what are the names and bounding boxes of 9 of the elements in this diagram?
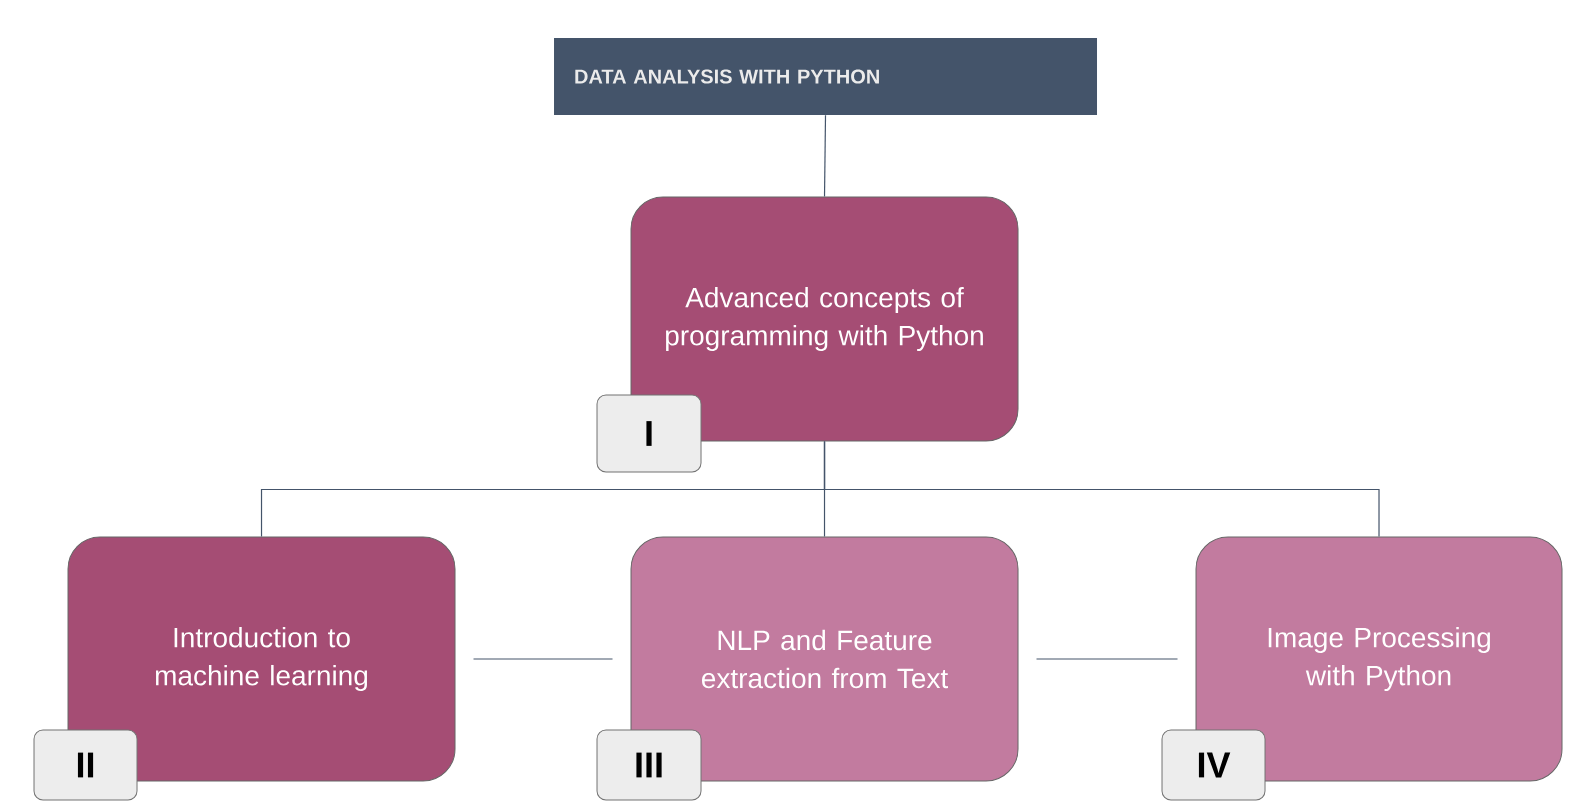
number-badge: III bbox=[596, 729, 702, 801]
connector-line bbox=[823, 114, 827, 198]
number-badge: II bbox=[33, 729, 138, 801]
connector-line bbox=[472, 658, 614, 660]
number-badge: IV bbox=[1161, 729, 1266, 801]
number-badge: I bbox=[596, 394, 702, 473]
connector-line bbox=[1035, 658, 1179, 660]
connector-line bbox=[823, 440, 1380, 538]
title-box: DATA ANALYSIS WITH PYTHON bbox=[554, 38, 1097, 115]
